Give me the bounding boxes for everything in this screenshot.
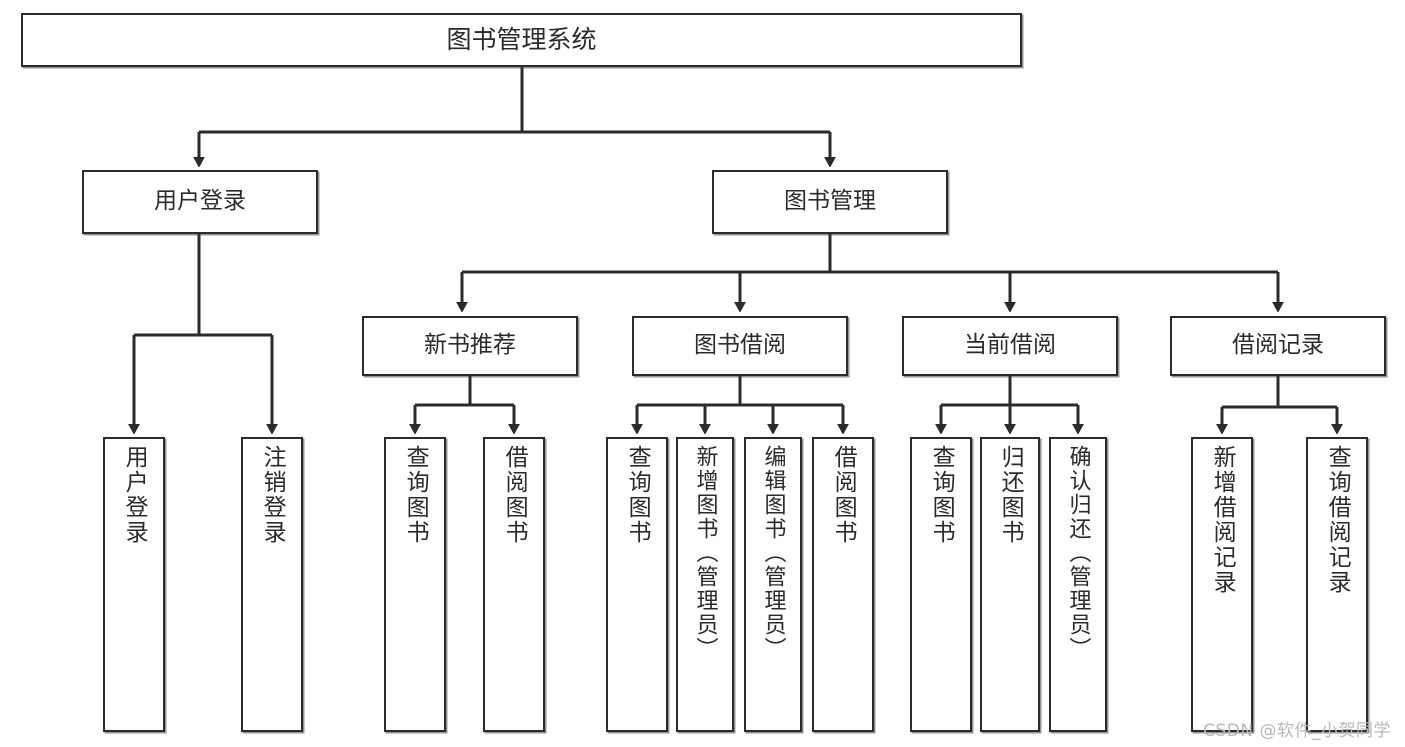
node-label: 用户登录 <box>154 188 246 215</box>
node-user-login[interactable]: 用户登录 <box>82 170 318 234</box>
node-leaf-query-book-borrow[interactable]: 查询图书 <box>606 437 668 732</box>
node-new-book-recommend[interactable]: 新书推荐 <box>362 316 578 376</box>
node-current-borrow[interactable]: 当前借阅 <box>902 316 1118 376</box>
node-borrow-record[interactable]: 借阅记录 <box>1170 316 1386 376</box>
node-leaf-query-book-current[interactable]: 查询图书 <box>910 437 972 732</box>
node-label: 图书管理 <box>784 188 876 215</box>
node-label: 查询图书 <box>928 445 955 545</box>
node-label: 借阅图书 <box>501 445 528 545</box>
node-label: 当前借阅 <box>964 332 1056 359</box>
csdn-watermark: CSDN @软件_小贺同学 <box>1203 721 1391 741</box>
node-label: 新增图书（管理员） <box>692 445 718 661</box>
node-label: 查询图书 <box>624 445 651 545</box>
node-label: 借阅图书 <box>830 445 857 545</box>
node-leaf-confirm-return[interactable]: 确认归还（管理员） <box>1049 437 1107 732</box>
node-label: 借阅记录 <box>1232 332 1324 359</box>
node-leaf-logout-login[interactable]: 注销登录 <box>241 437 303 732</box>
node-label: 用户登录 <box>121 445 148 545</box>
node-label: 新增借阅记录 <box>1209 445 1236 595</box>
node-label: 新书推荐 <box>424 332 516 359</box>
node-leaf-edit-book[interactable]: 编辑图书（管理员） <box>744 437 802 732</box>
node-leaf-query-book-recommend[interactable]: 查询图书 <box>384 437 446 732</box>
node-book-manage[interactable]: 图书管理 <box>712 170 948 234</box>
node-leaf-borrow-book[interactable]: 借阅图书 <box>812 437 874 732</box>
node-leaf-borrow-book-recommend[interactable]: 借阅图书 <box>483 437 545 732</box>
node-book-borrow[interactable]: 图书借阅 <box>632 316 848 376</box>
node-label: 编辑图书（管理员） <box>760 445 786 661</box>
node-label: 确认归还（管理员） <box>1065 445 1091 661</box>
node-label: 图书借阅 <box>694 332 786 359</box>
node-label: 归还图书 <box>997 445 1024 545</box>
node-label: 查询图书 <box>402 445 429 545</box>
node-root-system[interactable]: 图书管理系统 <box>21 13 1022 67</box>
node-leaf-add-book[interactable]: 新增图书（管理员） <box>676 437 734 732</box>
node-leaf-add-borrow-record[interactable]: 新增借阅记录 <box>1191 437 1253 732</box>
node-label: 图书管理系统 <box>446 25 597 55</box>
node-leaf-return-book[interactable]: 归还图书 <box>980 437 1040 732</box>
node-leaf-user-login[interactable]: 用户登录 <box>103 437 165 732</box>
node-label: 查询借阅记录 <box>1324 445 1351 595</box>
node-leaf-query-borrow-record[interactable]: 查询借阅记录 <box>1306 437 1368 732</box>
node-label: 注销登录 <box>259 445 286 545</box>
